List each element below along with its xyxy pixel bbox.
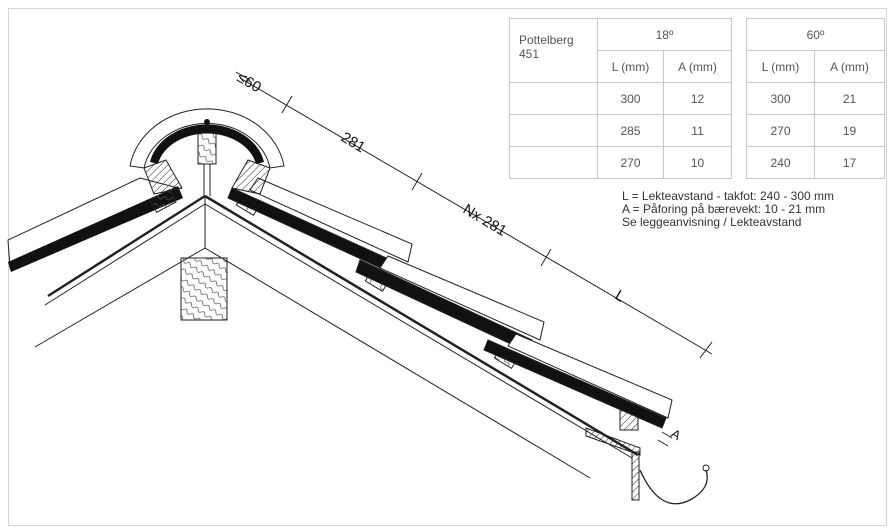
col-l-header: L (mm): [746, 50, 815, 83]
legend: L = Lekteavstand - takfot: 240 - 300 mm …: [622, 190, 834, 229]
legend-line-ref: Se leggeanvisning / Lekteavstand: [622, 215, 802, 229]
cell-l: 270: [596, 146, 665, 179]
cell-a: 19: [814, 114, 885, 147]
table-row: 300 12: [509, 82, 732, 115]
dim-counter-batten: A: [668, 426, 683, 443]
eaves-gutter: [585, 427, 710, 505]
cell-l: 240: [746, 146, 815, 179]
col-l-header: L (mm): [596, 50, 665, 83]
cell-l: 300: [746, 82, 815, 115]
ridge-tile: [129, 108, 285, 195]
legend-line-l: L = Lekteavstand - takfot: 240 - 300 mm: [622, 189, 835, 203]
table-row: 240 17: [746, 146, 885, 179]
right-tiles: [227, 177, 673, 429]
cell-a: 11: [663, 114, 732, 147]
cell-a: 12: [663, 82, 732, 115]
angle-header-18: 18º: [597, 18, 732, 51]
dimension-line: [235, 71, 713, 447]
left-roof-slope: [7, 177, 206, 348]
diagram-frame: [8, 8, 887, 526]
left-batten: [149, 188, 177, 214]
table-row: 270 10: [509, 146, 732, 179]
legend-line-a: A = Påforing på bærevekt: 10 - 21 mm: [622, 202, 826, 216]
right-roof-slope: [204, 194, 639, 479]
cell-l: 285: [596, 114, 665, 147]
ridge-beam: [180, 127, 228, 321]
cell-a: 21: [814, 82, 885, 115]
table-row: 285 11: [509, 114, 732, 147]
col-a-header: A (mm): [663, 50, 732, 83]
table-row: 270 19: [746, 114, 885, 147]
spec-table-60: 60º L (mm) A (mm) 300 21 270 19 240 17: [746, 18, 885, 179]
left-tile-dark: [8, 186, 183, 272]
dim-repeat-spacing: Nx 281: [460, 201, 509, 240]
col-a-header: A (mm): [814, 50, 885, 83]
cell-a: 10: [663, 146, 732, 179]
cell-a: 17: [814, 146, 885, 179]
angle-header-60: 60º: [746, 18, 885, 51]
cell-l: 270: [746, 114, 815, 147]
table-row: 300 21: [746, 82, 885, 115]
cell-l: 300: [596, 82, 665, 115]
dim-first-spacing: 281: [338, 129, 368, 156]
